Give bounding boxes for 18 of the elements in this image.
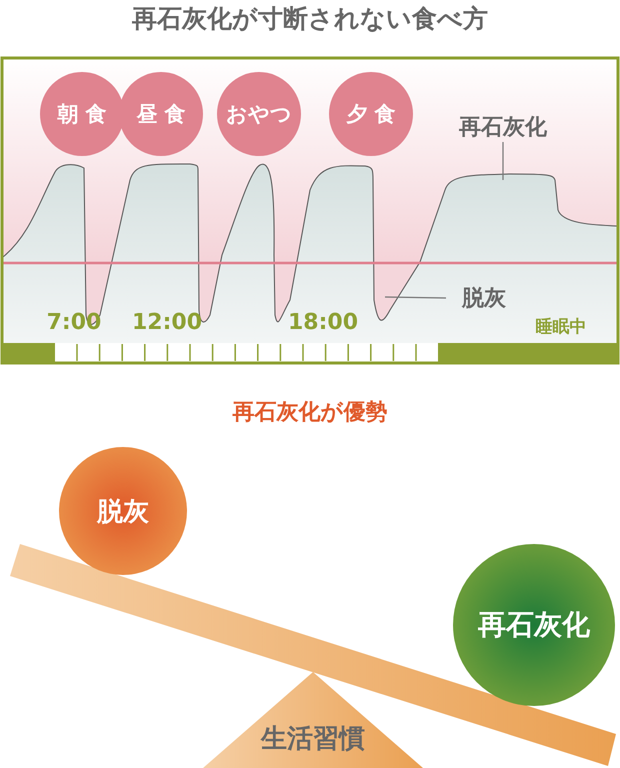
fulcrum-triangle [203, 670, 423, 768]
meal-label: 朝 食 [57, 101, 107, 128]
annotation-label: 再石灰化 [443, 112, 563, 142]
time-label: 12:00 [132, 310, 202, 335]
title: 再石灰化が寸断されない食べ方 [131, 3, 489, 35]
meal-label: 昼 食 [136, 101, 186, 128]
fulcrum-label: 生活習慣 [261, 723, 365, 756]
sleep-label: 睡眠中 [536, 316, 586, 338]
ball-label: 脱灰 [97, 496, 149, 528]
meal-label: 夕 食 [346, 101, 396, 128]
time-label: 18:00 [288, 310, 358, 335]
annotation-label: 脱灰 [452, 283, 516, 313]
leader-line [384, 296, 446, 299]
time-label: 7:00 [46, 310, 102, 335]
leader-line [502, 142, 504, 180]
meal-label: おやつ [226, 101, 292, 128]
ball-label: 再石灰化 [478, 607, 590, 643]
section-heading: 再石灰化が優勢 [232, 399, 388, 427]
